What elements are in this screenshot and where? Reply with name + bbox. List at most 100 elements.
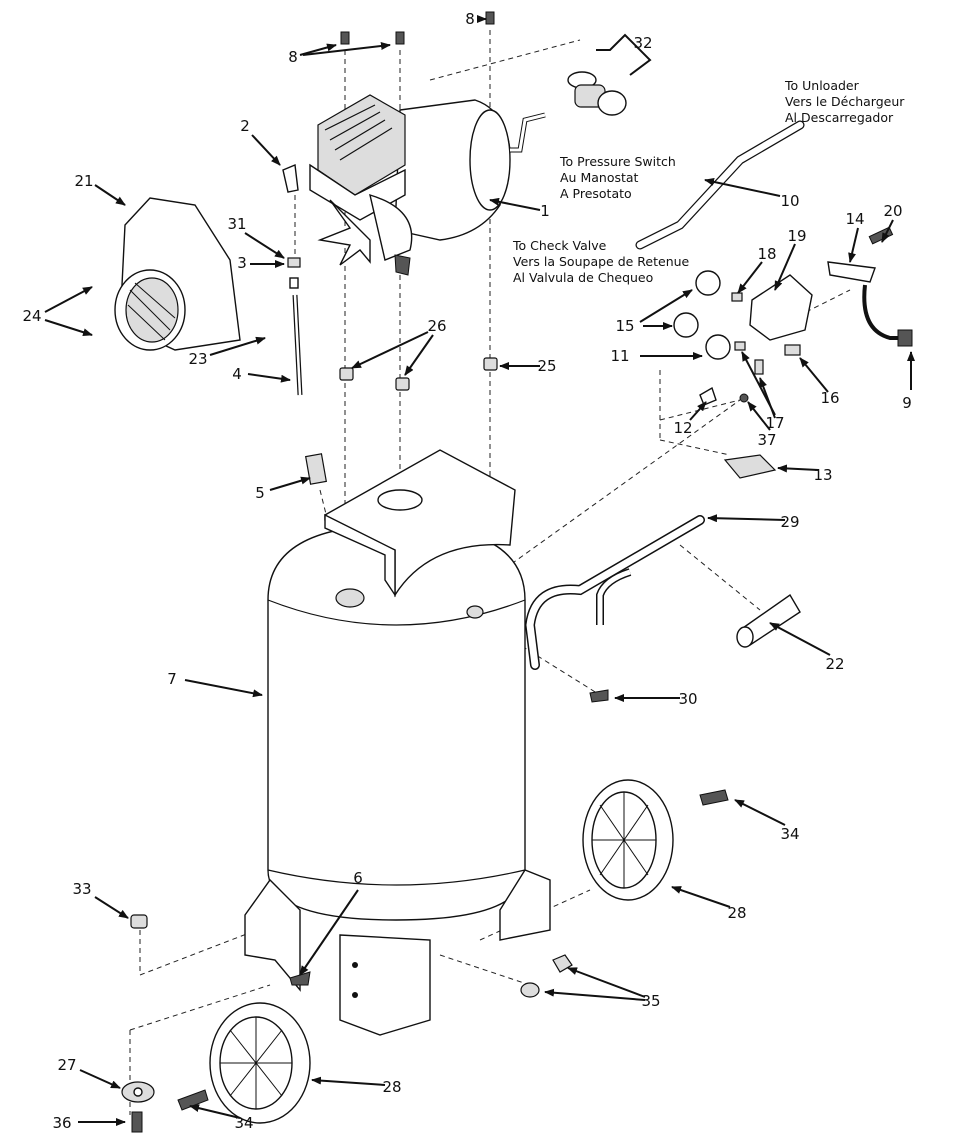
hardware bbox=[121, 914, 573, 1133]
callout-number-34: 34 bbox=[780, 825, 799, 843]
callout-number-2: 2 bbox=[240, 117, 250, 135]
callout-number-19: 19 bbox=[787, 227, 806, 245]
note-to-unloader: To Unloader Vers le Déchargeur Al Descar… bbox=[785, 78, 904, 126]
callout-arrow-21 bbox=[94, 184, 126, 206]
callout-number-33: 33 bbox=[72, 880, 91, 898]
callout-arrow-29 bbox=[707, 514, 786, 523]
callout-arrow-18 bbox=[737, 261, 763, 294]
callout-arrow-28 bbox=[671, 886, 731, 908]
callout-number-25: 25 bbox=[537, 357, 556, 375]
callout-number-22: 22 bbox=[825, 655, 844, 673]
callout-arrow-17 bbox=[759, 377, 776, 419]
callout-arrow-16 bbox=[799, 357, 829, 393]
note-line: Au Manostat bbox=[560, 170, 639, 185]
tank-feet bbox=[244, 869, 551, 1036]
pump-motor-assembly bbox=[309, 94, 546, 276]
isolators bbox=[339, 357, 498, 391]
callout-arrow-8 bbox=[299, 43, 337, 56]
callout-number-35: 35 bbox=[641, 992, 660, 1010]
callout-number-3: 3 bbox=[237, 254, 247, 272]
callout-number-13: 13 bbox=[813, 466, 832, 484]
callout-number-8: 8 bbox=[288, 48, 298, 66]
handle bbox=[524, 515, 801, 703]
callout-number-32: 32 bbox=[633, 34, 652, 52]
callout-number-31: 31 bbox=[227, 215, 246, 233]
note-line: Vers la Soupape de Retenue bbox=[513, 254, 690, 269]
motor-bracket bbox=[324, 449, 516, 598]
pressure-switch-group bbox=[673, 226, 913, 479]
callout-number-11: 11 bbox=[610, 347, 629, 365]
note-line: To Unloader bbox=[785, 78, 859, 93]
callout-number-15: 15 bbox=[615, 317, 634, 335]
callout-arrow-34 bbox=[734, 799, 786, 826]
callout-number-5: 5 bbox=[255, 484, 265, 502]
callout-arrow-10 bbox=[704, 177, 781, 197]
callout-number-4: 4 bbox=[232, 365, 242, 383]
note-line: Vers le Déchargeur bbox=[785, 94, 905, 109]
callout-number-21: 21 bbox=[74, 172, 93, 190]
air-filter bbox=[567, 71, 627, 116]
callout-number-18: 18 bbox=[757, 245, 776, 263]
callout-number-20: 20 bbox=[883, 202, 902, 220]
callout-number-36: 36 bbox=[52, 1114, 71, 1132]
callout-number-12: 12 bbox=[673, 419, 692, 437]
callout-arrow-37 bbox=[747, 401, 771, 431]
wheel-upper bbox=[582, 779, 729, 901]
callout-arrow-1 bbox=[489, 197, 541, 211]
callout-number-37: 37 bbox=[757, 431, 776, 449]
callout-number-24: 24 bbox=[22, 307, 41, 325]
callout-arrow-20 bbox=[881, 219, 894, 243]
note-line: Al Valvula de Chequeo bbox=[513, 270, 654, 285]
callout-arrow-14 bbox=[848, 227, 859, 263]
belt-guard-shroud bbox=[114, 197, 241, 351]
callout-number-23: 23 bbox=[188, 350, 207, 368]
note-line: Al Descarregador bbox=[785, 110, 894, 125]
callout-arrow-23 bbox=[209, 336, 266, 356]
note-line: To Check Valve bbox=[513, 238, 607, 253]
callout-number-27: 27 bbox=[57, 1056, 76, 1074]
callout-number-29: 29 bbox=[780, 513, 799, 531]
callout-number-7: 7 bbox=[167, 670, 177, 688]
callout-arrow-4 bbox=[247, 373, 291, 383]
note-to-pressure-switch: To Pressure Switch Au Manostat A Presota… bbox=[560, 154, 676, 202]
callout-number-8: 8 bbox=[465, 10, 475, 28]
callout-arrow-22 bbox=[769, 622, 831, 656]
note-to-check-valve: To Check Valve Vers la Soupape de Retenu… bbox=[513, 238, 689, 286]
callout-arrow-28 bbox=[311, 1076, 386, 1086]
callout-arrow-34 bbox=[189, 1104, 241, 1119]
callout-arrow-26 bbox=[404, 334, 434, 376]
note-line: To Pressure Switch bbox=[560, 154, 676, 169]
outlet-tube-fittings bbox=[282, 163, 328, 485]
callout-arrow-8 bbox=[302, 42, 391, 56]
callout-arrow-19 bbox=[774, 243, 796, 291]
callout-arrow-2 bbox=[251, 134, 281, 166]
callout-number-9: 9 bbox=[902, 394, 912, 412]
callout-arrow-24 bbox=[44, 286, 93, 313]
callout-arrow-5 bbox=[269, 476, 311, 491]
callout-arrow-12 bbox=[689, 401, 707, 421]
callout-arrow-31 bbox=[244, 232, 285, 259]
callout-arrow-7 bbox=[184, 679, 263, 698]
callout-arrow-35 bbox=[567, 967, 646, 998]
callout-number-1: 1 bbox=[540, 202, 550, 220]
callout-arrow-15 bbox=[639, 289, 693, 323]
callout-number-16: 16 bbox=[820, 389, 839, 407]
bracket-32 bbox=[596, 33, 652, 76]
callout-arrow-35 bbox=[544, 988, 646, 1001]
callout-arrow-6 bbox=[299, 889, 359, 976]
callout-number-28: 28 bbox=[727, 904, 746, 922]
wheel-lower bbox=[177, 1002, 311, 1124]
note-line: A Presotato bbox=[560, 186, 632, 201]
callout-arrow-33 bbox=[94, 896, 129, 919]
callout-number-14: 14 bbox=[845, 210, 864, 228]
callout-arrow-27 bbox=[79, 1069, 121, 1089]
callout-number-30: 30 bbox=[678, 690, 697, 708]
callout-number-10: 10 bbox=[780, 192, 799, 210]
callout-number-6: 6 bbox=[353, 869, 363, 887]
callout-number-28: 28 bbox=[382, 1078, 401, 1096]
air-tank bbox=[267, 524, 526, 921]
callout-number-26: 26 bbox=[427, 317, 446, 335]
callout-arrow-24 bbox=[44, 319, 93, 337]
